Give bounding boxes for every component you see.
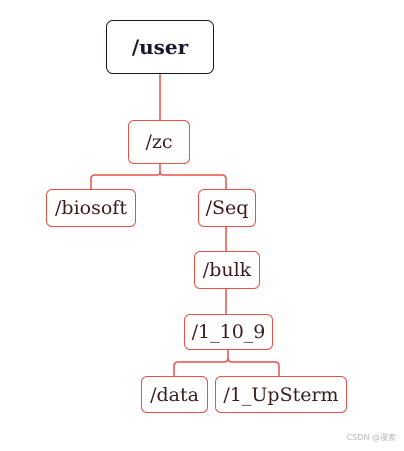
node-data: /data <box>141 376 208 413</box>
edge-zc-seq <box>159 171 227 190</box>
node-data-label: /data <box>150 383 199 406</box>
node-bulk-label: /bulk <box>202 259 252 281</box>
node-biosoft: /biosoft <box>46 189 136 227</box>
edge-ver-upsterm <box>227 357 280 377</box>
node-user-label: /user <box>131 35 189 59</box>
node-zc: /zc <box>128 120 190 164</box>
node-1-10-9: /1_10_9 <box>184 314 273 350</box>
edge-ver-data <box>173 349 229 377</box>
node-1-upsterm-label: /1_UpSterm <box>223 383 339 406</box>
node-biosoft-label: /biosoft <box>55 197 127 219</box>
watermark-text: CSDN @漫索 <box>346 433 396 442</box>
node-1-upsterm: /1_UpSterm <box>215 376 347 413</box>
node-seq: /Seq <box>198 189 256 227</box>
node-seq-label: /Seq <box>205 197 249 219</box>
node-user: /user <box>106 20 214 74</box>
node-bulk: /bulk <box>194 251 260 289</box>
edge-zc-biosoft <box>90 163 161 190</box>
node-zc-label: /zc <box>145 131 173 153</box>
node-1-10-9-label: /1_10_9 <box>191 321 266 343</box>
